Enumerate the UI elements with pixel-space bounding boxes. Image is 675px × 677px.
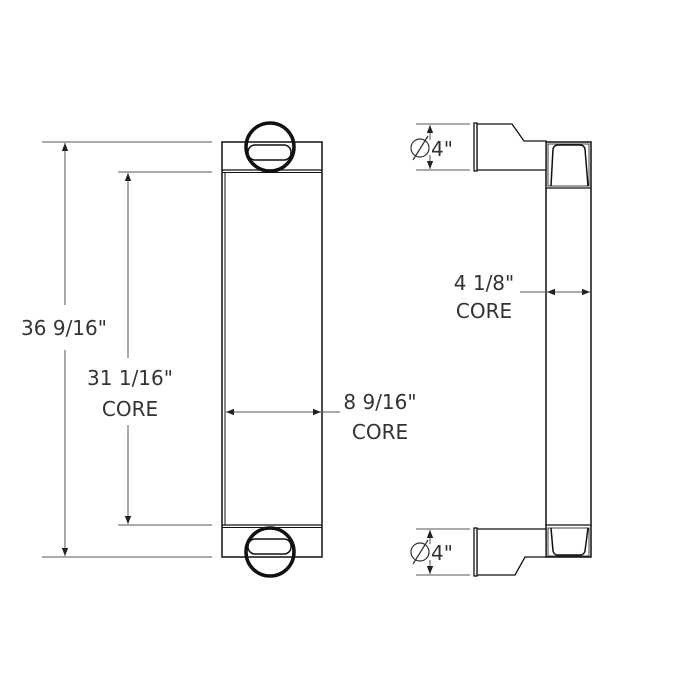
top-pipe [473,122,547,172]
bottom-port [244,526,296,578]
front-view: 36 9/16" 31 1/16" CORE 8 9/16" CORE [21,121,417,578]
core-width-core-label: CORE [352,420,408,444]
core-depth-core-label: CORE [456,299,512,323]
diameter-icon [410,539,430,565]
core-width-label: 8 9/16" [343,390,416,414]
inlet-diameter-label: 4" [431,137,453,161]
overall-height-label: 36 9/16" [21,316,107,340]
core-depth-label: 4 1/8" [454,271,514,295]
top-tank-shape [550,144,589,187]
top-port [244,121,296,173]
cooler-body [221,141,323,558]
bottom-pipe [473,527,547,577]
outlet-diameter-label: 4" [431,541,453,565]
diameter-icon [410,135,430,161]
side-view: 4" 4" 4 1/8" CORE [410,122,592,577]
side-body [545,141,592,558]
core-height-core-label: CORE [102,397,158,421]
core-height-label: 31 1/16" [87,366,173,390]
bottom-tank-shape [550,527,589,556]
